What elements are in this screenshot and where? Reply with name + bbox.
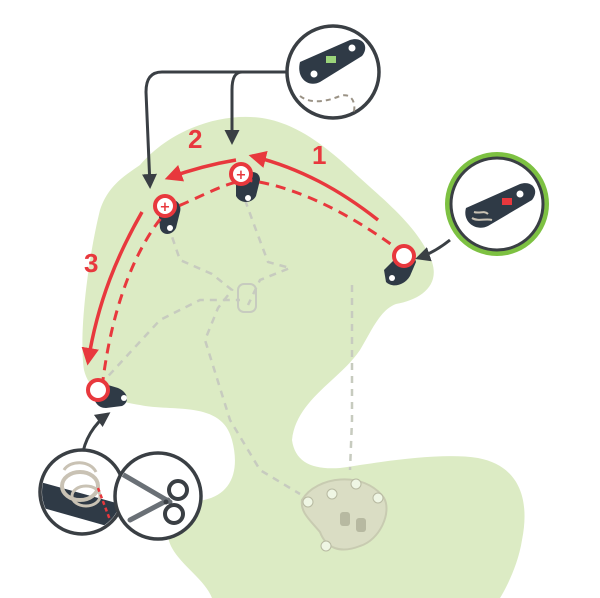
- led-sequin-icon: [285, 24, 381, 120]
- faint-component: [237, 283, 257, 313]
- step-number-1: 1: [312, 140, 326, 170]
- svg-text:+: +: [160, 200, 171, 215]
- point-marker-4: [86, 378, 110, 402]
- point-marker-1: [392, 244, 416, 268]
- step-arrow-3: [81, 211, 144, 366]
- faint-traces: [99, 199, 354, 496]
- step-arrow-2: [164, 158, 237, 182]
- thread-knot-icon: [38, 448, 126, 536]
- step-arrow-1: [248, 150, 380, 222]
- led-sequin-highlighted-icon: [445, 152, 549, 256]
- point-marker-3: +: [153, 194, 177, 218]
- pointer-arrow-right: [415, 238, 451, 262]
- scissors-icon: [113, 451, 203, 541]
- step-number-3: 3: [84, 248, 98, 278]
- stitch-path-dashed: [100, 178, 405, 389]
- pointer-arrow-top-right: [224, 70, 286, 145]
- garment-silhouette: [82, 116, 525, 598]
- pointer-arrow-top-left: [141, 70, 286, 189]
- controller-board: [300, 478, 388, 552]
- svg-text:+: +: [236, 168, 247, 183]
- step-number-2: 2: [188, 124, 202, 154]
- point-marker-2: +: [229, 162, 253, 186]
